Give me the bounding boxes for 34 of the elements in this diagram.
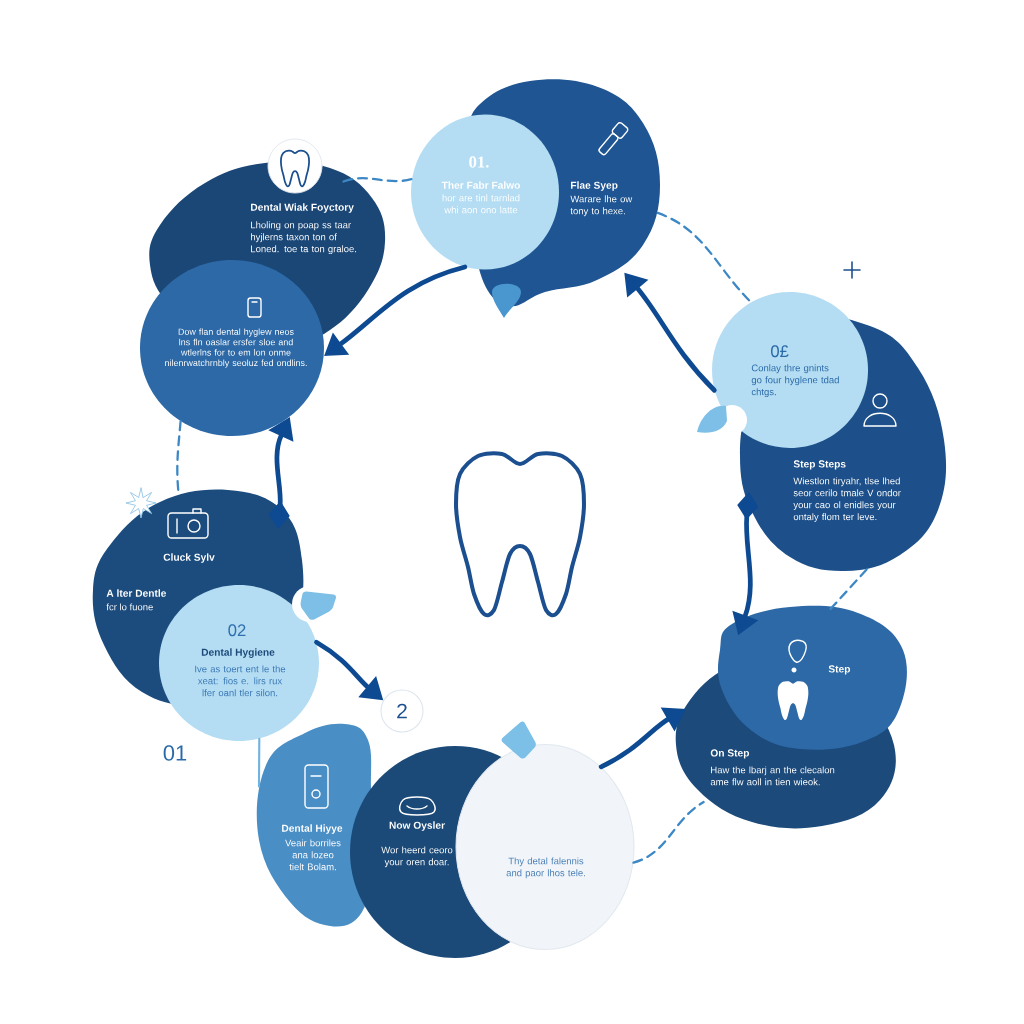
heading: Dental Wiak Foyctory	[251, 203, 354, 213]
dashed-line	[656, 211, 752, 304]
heading: Now Oysler	[389, 821, 445, 831]
body-text: Veair borriles ana lozeo tielt Bolam.	[285, 839, 341, 871]
number-badge: 2	[380, 689, 424, 733]
heading: Cluck Sylv	[163, 553, 215, 563]
step-number: 01	[163, 745, 187, 761]
body-text: Thy detal falennis and paor lhos tele.	[506, 857, 585, 879]
heading: On Step	[710, 749, 749, 759]
connector-line	[257, 737, 261, 788]
body-text: Dow flan dental hyglew neos lns fln oaslar ersfer sloe and wtlerlns for to em lon onme nilenrwatchrnbly seoluz fed ondlins.	[165, 328, 307, 368]
heading: Dental Hygiene	[201, 648, 275, 658]
heading: Dental Hiyye	[282, 824, 343, 834]
body-text: Ive as toert ent le the xeat: fios e. lirs rux lfer oanl tler silon.	[195, 665, 286, 697]
step-number: 02	[228, 624, 246, 637]
heading: Ther Fabr Falwo	[441, 181, 520, 189]
body-text: Lholing on poap ss taar hyjlerns taxon ton of Loned. toe ta ton graloe.	[251, 221, 356, 255]
body-text: Warare lhe ow tony to hexe.	[570, 195, 633, 217]
body-text: hor are tinl tarnlad whi aon ono latte	[442, 194, 520, 214]
step-number: 01.	[469, 156, 489, 168]
body-text: Haw the lbarj an the clecalon ame flw aoll in tien wieok.	[710, 766, 835, 786]
body-text: Wor heerd ceoro your oren doar.	[381, 846, 453, 868]
body-text: Wiestlon tiryahr, tlse lhed seor cerilo tmale V ondor your cao ol enidles your ontaly flom ter leve.	[793, 477, 901, 523]
dashed-line	[632, 800, 705, 864]
heading: A lter Dentle	[106, 589, 167, 597]
body-text: Conlay thre gnints go four hyglene tdad chtgs.	[751, 364, 839, 398]
dashed-line	[342, 177, 413, 183]
step-number: 0£	[771, 345, 789, 358]
body-text: fcr lo fuone	[106, 603, 153, 611]
heading: Flae Syep	[571, 181, 618, 191]
dashed-line	[829, 568, 868, 611]
heading: Step	[828, 665, 851, 675]
heading: Step Steps	[793, 460, 846, 470]
dashed-line	[176, 420, 182, 493]
